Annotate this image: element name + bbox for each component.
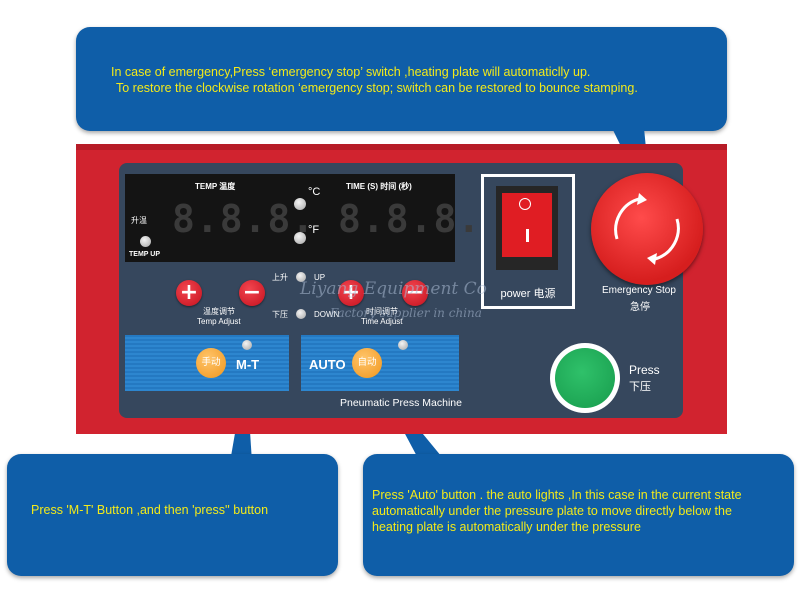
auto-button[interactable]: 自动 bbox=[352, 348, 382, 378]
auto-callout-line3: heating plate is automatically under the… bbox=[372, 520, 641, 534]
press-label-en: Press bbox=[629, 363, 660, 377]
watermark-line2: Factory supplier in china bbox=[330, 306, 482, 320]
temp-plus-button[interactable]: + bbox=[176, 280, 202, 306]
machine-name: Pneumatic Press Machine bbox=[340, 397, 462, 409]
time-minus-button[interactable]: − bbox=[402, 280, 428, 306]
down-indicator bbox=[296, 309, 306, 319]
celsius-label: °C bbox=[308, 186, 321, 198]
power-label: power 电源 bbox=[500, 288, 556, 300]
temp-adjust-cn: 温度调节 bbox=[203, 307, 235, 316]
power-switch-frame bbox=[481, 174, 575, 309]
emergency-callout bbox=[76, 27, 727, 131]
power-off-symbol-icon bbox=[519, 198, 531, 210]
auto-callout bbox=[363, 454, 794, 576]
temp-adjust-en: Temp Adjust bbox=[197, 317, 241, 326]
time-adjust-cn: 时间调节 bbox=[366, 307, 398, 316]
emergency-stop-button[interactable] bbox=[591, 173, 703, 285]
mt-callout bbox=[7, 454, 338, 576]
temp-display bbox=[125, 174, 455, 262]
time-digits: 8.8.8. bbox=[338, 197, 482, 241]
manual-indicator bbox=[242, 340, 252, 350]
time-plus-button[interactable]: + bbox=[338, 280, 364, 306]
time-display-title: TIME (S) 时间 (秒) bbox=[346, 182, 412, 191]
rotate-arrows-icon bbox=[614, 193, 680, 265]
temp-display-title: TEMP 温度 bbox=[195, 182, 236, 191]
machine-frame-edge bbox=[76, 144, 727, 150]
temp-digits: 8.8.8. bbox=[172, 197, 316, 241]
manual-button[interactable]: 手动 bbox=[196, 348, 226, 378]
estop-label-cn: 急停 bbox=[630, 302, 650, 313]
auto-label: AUTO bbox=[309, 357, 346, 372]
celsius-indicator[interactable] bbox=[294, 198, 306, 210]
temp-minus-button[interactable]: − bbox=[239, 280, 265, 306]
estop-label-en: Emergency Stop bbox=[602, 285, 676, 296]
auto-callout-line2: automatically under the pressure plate t… bbox=[372, 504, 732, 518]
temp-up-label-cn: 升温 bbox=[131, 216, 147, 225]
up-label-cn: 上升 bbox=[272, 273, 288, 282]
temp-up-indicator bbox=[140, 236, 151, 247]
down-label-en: DOWN bbox=[314, 310, 340, 319]
up-label-en: UP bbox=[314, 273, 326, 282]
up-indicator bbox=[296, 272, 306, 282]
auto-indicator bbox=[398, 340, 408, 350]
temp-up-label-en: TEMP UP bbox=[129, 251, 160, 258]
fahrenheit-indicator[interactable] bbox=[294, 232, 306, 244]
auto-callout-line1: Press 'Auto' button . the auto lights ,I… bbox=[372, 488, 742, 502]
emergency-callout-line1: In case of emergency,Press ‘emergency st… bbox=[111, 65, 591, 79]
press-label-cn: 下压 bbox=[629, 381, 651, 393]
power-on-symbol-icon bbox=[526, 229, 529, 242]
watermark-line1: Liyang Equipment Co bbox=[300, 279, 487, 299]
down-label-cn: 下压 bbox=[272, 310, 288, 319]
fahrenheit-label: °F bbox=[308, 224, 320, 236]
mt-label: M-T bbox=[236, 357, 260, 372]
press-button[interactable] bbox=[555, 348, 615, 408]
emergency-callout-line2: To restore the clockwise rotation ‘emerg… bbox=[116, 81, 638, 95]
time-adjust-en: Time Adjust bbox=[361, 317, 403, 326]
mt-callout-text: Press 'M-T' Button ,and then 'press'' bu… bbox=[31, 503, 269, 517]
